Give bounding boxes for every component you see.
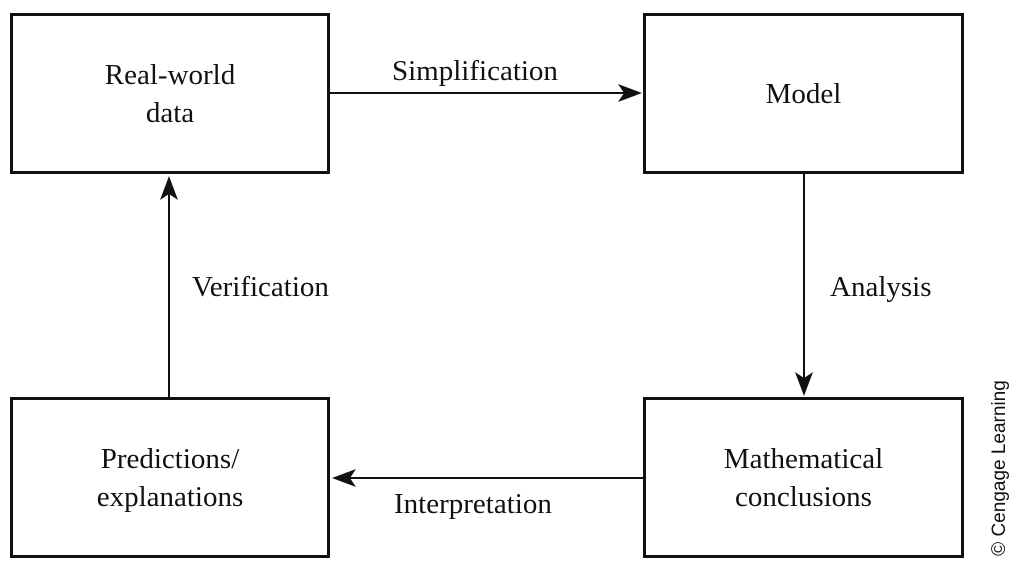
real-world-data-label-line1: Real-world <box>104 58 236 91</box>
math-label-line2: conclusions <box>735 480 872 513</box>
real-world-data-label-line2: data <box>145 96 195 129</box>
predictions-label-line2: explanations <box>96 480 244 513</box>
math-label-line1: Mathematical <box>723 442 884 475</box>
predictions-label-line1: Predictions/ <box>100 442 240 475</box>
verification-label: Verification <box>192 271 329 303</box>
arrow-simplification <box>330 84 642 102</box>
model-box: Model <box>643 13 964 174</box>
arrow-verification <box>160 176 178 397</box>
predictions-explanations-box: Predictions/ explanations <box>10 397 330 558</box>
simplification-label: Simplification <box>392 55 558 87</box>
interpretation-label: Interpretation <box>394 488 552 520</box>
arrow-analysis <box>795 174 813 396</box>
analysis-label: Analysis <box>830 271 932 303</box>
real-world-data-box: Real-world data <box>10 13 330 174</box>
arrow-interpretation <box>332 469 643 487</box>
mathematical-conclusions-box: Mathematical conclusions <box>643 397 964 558</box>
copyright-credit: © Cengage Learning <box>989 380 1010 556</box>
model-label: Model <box>765 77 842 110</box>
